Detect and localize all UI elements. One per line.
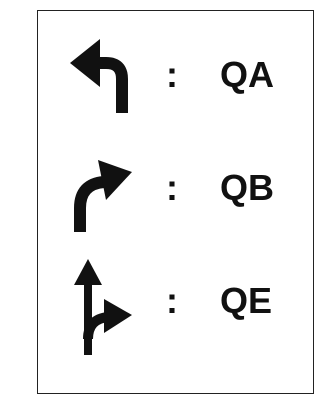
legend-row-qa: : QA: [38, 33, 313, 133]
separator-colon: :: [166, 167, 178, 208]
code-label-qa: QA: [220, 54, 274, 95]
straight-or-right-arrow-icon: [66, 259, 136, 359]
legend-box: : QA : QB : QE: [37, 10, 314, 394]
legend-row-qe: : QE: [38, 259, 313, 359]
separator-colon: :: [166, 54, 178, 95]
code-label-qe: QE: [220, 280, 273, 321]
turn-right-arrow-icon: [66, 146, 136, 246]
separator-colon: :: [166, 280, 178, 321]
legend-row-qb: : QB: [38, 146, 313, 246]
code-label-qb: QB: [220, 167, 274, 208]
turn-left-arrow-icon: [66, 33, 136, 133]
